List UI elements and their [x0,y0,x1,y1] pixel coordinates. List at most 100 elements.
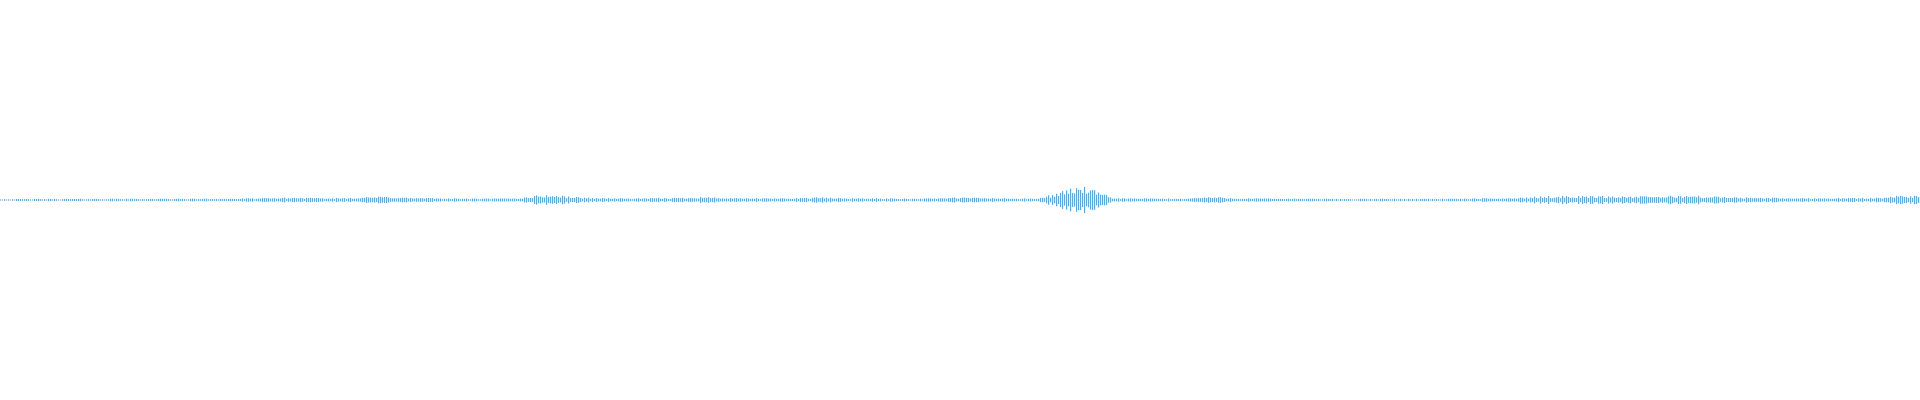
waveform-sample-bar [1408,198,1410,202]
waveform-sample-bar [1562,195,1564,205]
waveform-sample-bar [1886,197,1888,203]
waveform-sample-bar [1118,198,1120,202]
waveform-sample-bar [510,198,512,202]
waveform-sample-bar [224,199,226,201]
waveform-sample-bar [1518,198,1520,202]
waveform-sample-bar [1046,196,1048,204]
waveform-sample-bar [792,198,794,202]
waveform-sample-bar [314,198,316,202]
waveform-sample-bar [452,198,454,202]
waveform-sample-bar [1570,197,1572,203]
waveform-sample-bar [1614,197,1616,203]
waveform-sample-bar [1140,198,1142,202]
waveform-sample-bar [180,199,182,201]
waveform-sample-bar [1224,198,1226,202]
waveform-sample-bar [1732,197,1734,203]
waveform-sample-bar [1220,197,1222,203]
waveform-sample-bar [1008,198,1010,202]
waveform-sample-bar [356,198,358,202]
waveform-sample-bar [1888,197,1890,203]
waveform-sample-bar [1758,198,1760,202]
waveform-sample-bar [1806,198,1808,202]
waveform-sample-bar [1386,199,1388,201]
waveform-sample-bar [80,198,82,202]
waveform-sample-bar [974,197,976,203]
waveform-sample-bar [460,199,462,201]
waveform-sample-bar [1890,196,1892,204]
waveform-sample-bar [296,198,298,202]
waveform-sample-bar [1896,195,1898,205]
waveform-sample-bar [1284,199,1286,201]
waveform-sample-bar [958,198,960,202]
waveform-sample-bar [108,199,110,201]
waveform-sample-bar [1656,197,1658,203]
waveform-sample-bar [268,198,270,202]
waveform-sample-bar [1366,199,1368,201]
waveform-sample-bar [1718,196,1720,204]
waveform-sample-bar [766,198,768,202]
waveform-sample-bar [164,198,166,202]
waveform-sample-bar [1198,198,1200,202]
waveform-sample-bar [1222,197,1224,203]
waveform-sample-bar [808,198,810,202]
waveform-sample-bar [1566,196,1568,204]
waveform-sample-bar [874,198,876,202]
waveform-sample-bar [1480,199,1482,201]
waveform-sample-bar [630,199,632,201]
waveform-sample-bar [868,198,870,202]
waveform-sample-bar [1830,199,1832,201]
waveform-sample-bar [738,198,740,202]
waveform-sample-bar [802,198,804,202]
waveform-sample-bar [434,198,436,202]
waveform-sample-bar [1150,198,1152,202]
waveform-sample-bar [1860,198,1862,202]
waveform-sample-bar [1832,198,1834,202]
waveform-sample-bar [1076,188,1078,212]
waveform-sample-bar [1052,195,1054,205]
waveform-sample-bar [378,196,380,204]
waveform-sample-bar [160,198,162,202]
waveform-sample-bar [1474,198,1476,202]
waveform-sample-bar [962,197,964,203]
waveform-sample-bar [1674,197,1676,203]
waveform-sample-bar [774,198,776,202]
waveform-sample-bar [1688,197,1690,203]
waveform-sample-bar [1104,194,1106,206]
waveform-sample-bar [892,198,894,202]
waveform-sample-bar [676,198,678,202]
waveform-sample-bar [1290,199,1292,201]
waveform-sample-bar [428,197,430,203]
waveform-sample-bar [1036,198,1038,202]
waveform-sample-bar [1394,198,1396,202]
waveform-sample-bar [492,198,494,202]
waveform-sample-bar [674,197,676,203]
waveform-sample-bar [568,196,570,204]
waveform-sample-bar [1756,198,1758,202]
waveform-sample-bar [90,199,92,201]
waveform-sample-bar [1880,198,1882,202]
waveform-sample-bar [124,199,126,201]
waveform-sample-bar [302,198,304,202]
waveform-sample-bar [776,198,778,202]
waveform-sample-bar [54,198,56,202]
waveform-sample-bar [1864,198,1866,202]
waveform-sample-bar [98,199,100,201]
waveform-sample-bar [1872,198,1874,202]
waveform-sample-bar [1130,198,1132,202]
waveform-sample-bar [950,198,952,202]
waveform-sample-bar [1370,198,1372,202]
waveform-sample-bar [828,198,830,202]
waveform-sample-bar [860,198,862,202]
waveform-sample-bar [1684,196,1686,204]
waveform-sample-bar [1862,197,1864,203]
waveform-sample-bar [580,197,582,203]
waveform-sample-bar [814,197,816,203]
waveform-sample-bar [1252,198,1254,202]
waveform-sample-bar [1726,198,1728,202]
waveform-sample-bar [752,198,754,202]
waveform-sample-bar [656,198,658,202]
waveform-sample-bar [472,198,474,202]
waveform-sample-bar [1418,199,1420,201]
